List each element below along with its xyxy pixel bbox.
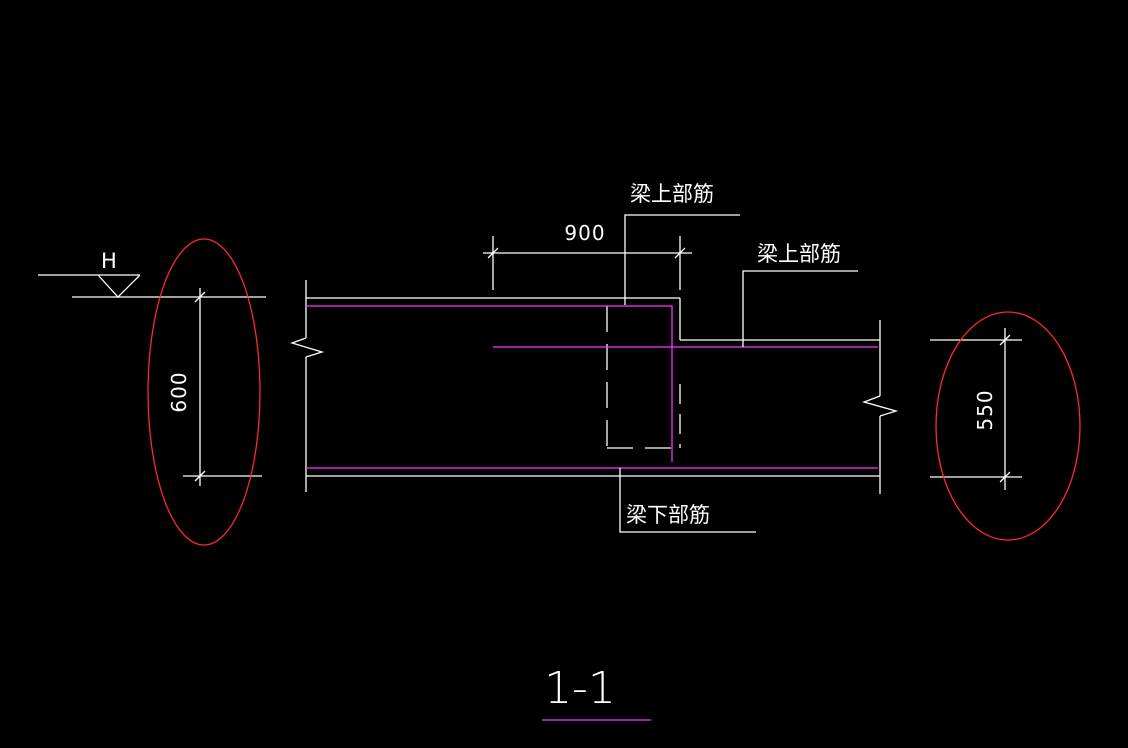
top-rebar-bent (306, 305, 673, 462)
left-height-value: 600 (167, 371, 191, 412)
rebar-lines (306, 305, 878, 469)
label-top-rebar-1: 梁上部筋 (630, 182, 714, 206)
top-length-value: 900 (564, 221, 605, 245)
section-title-text: 1-1 (544, 663, 616, 714)
label-top-rebar-2: 梁上部筋 (757, 242, 841, 266)
label-bottom-rebar: 梁下部筋 (626, 503, 710, 527)
leader-top-rebar-1: 梁上部筋 (624, 182, 740, 305)
leader-top-rebar-2: 梁上部筋 (742, 242, 858, 347)
leader-bottom-rebar: 梁下部筋 (619, 468, 756, 533)
right-height-value: 550 (973, 389, 997, 430)
left-highlight-ellipse (147, 238, 261, 546)
column-dashed-outline (606, 306, 681, 449)
top-length-dimension: 900 (483, 221, 692, 290)
right-highlight-ellipse (935, 311, 1081, 541)
section-title: 1-1 (542, 663, 651, 721)
level-label: H (101, 249, 117, 273)
left-height-dimension: 600 (167, 288, 262, 486)
level-marker: H (38, 249, 266, 298)
right-height-dimension: 550 (930, 328, 1022, 490)
beam-outline (289, 280, 899, 494)
